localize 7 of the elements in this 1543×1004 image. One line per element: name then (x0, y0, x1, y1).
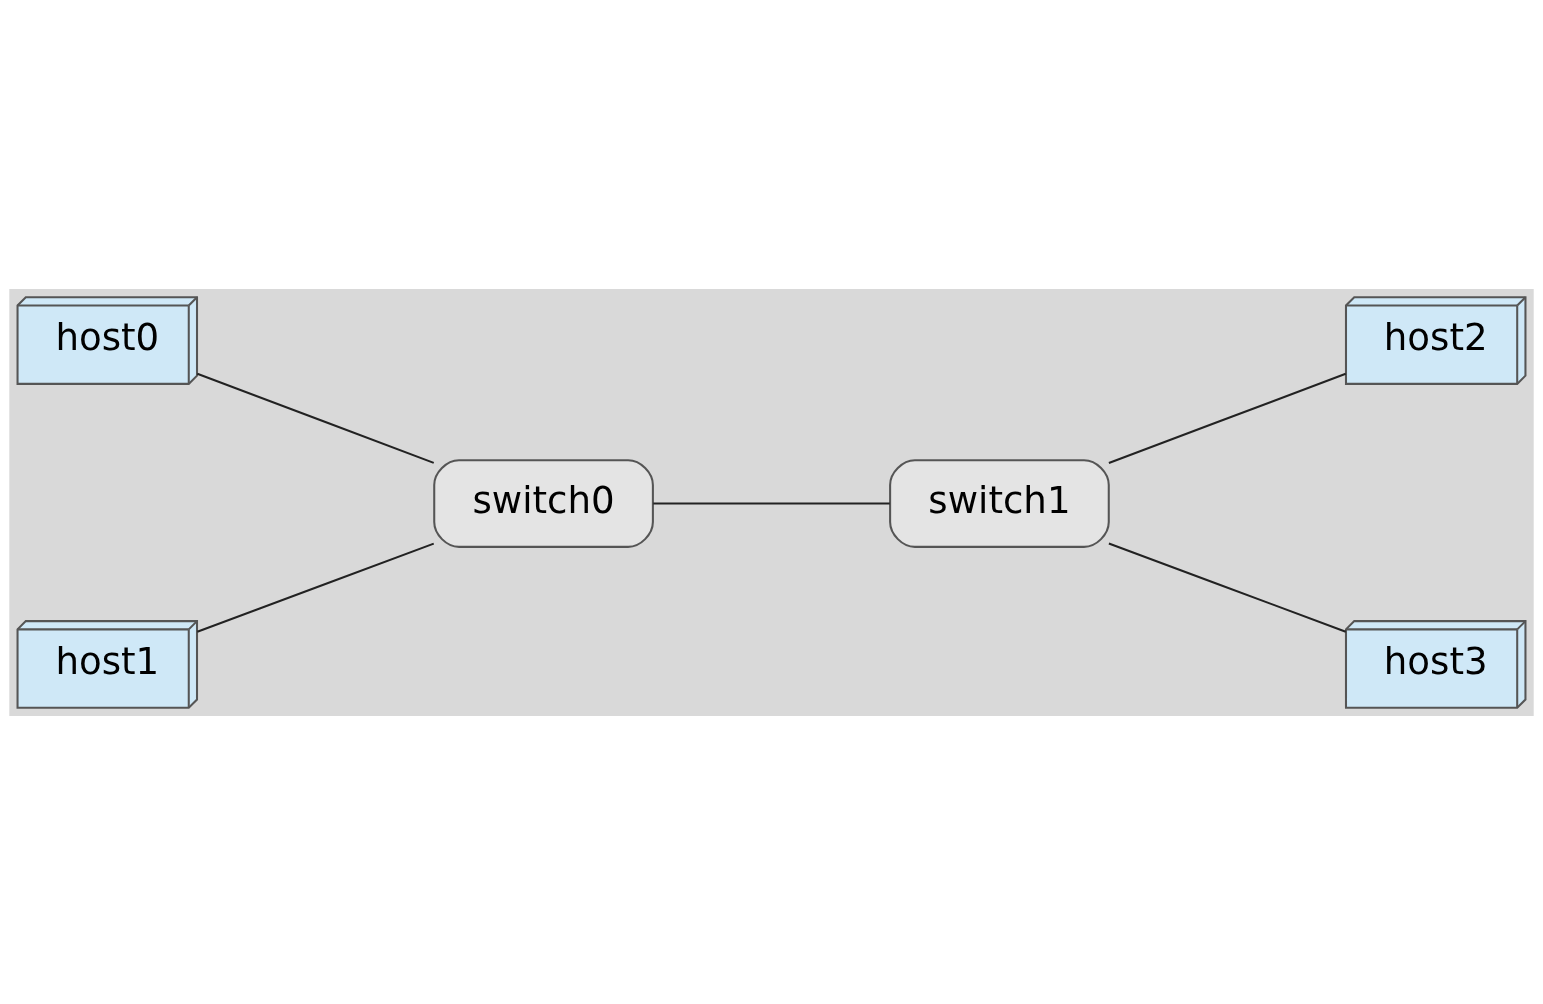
node-box: switch1 (889, 458, 1110, 548)
connector (1108, 542, 1347, 633)
node-box: switch0 (433, 458, 654, 548)
connector (1108, 372, 1347, 464)
connector (196, 372, 435, 464)
connector (196, 542, 435, 633)
connector (653, 502, 890, 505)
